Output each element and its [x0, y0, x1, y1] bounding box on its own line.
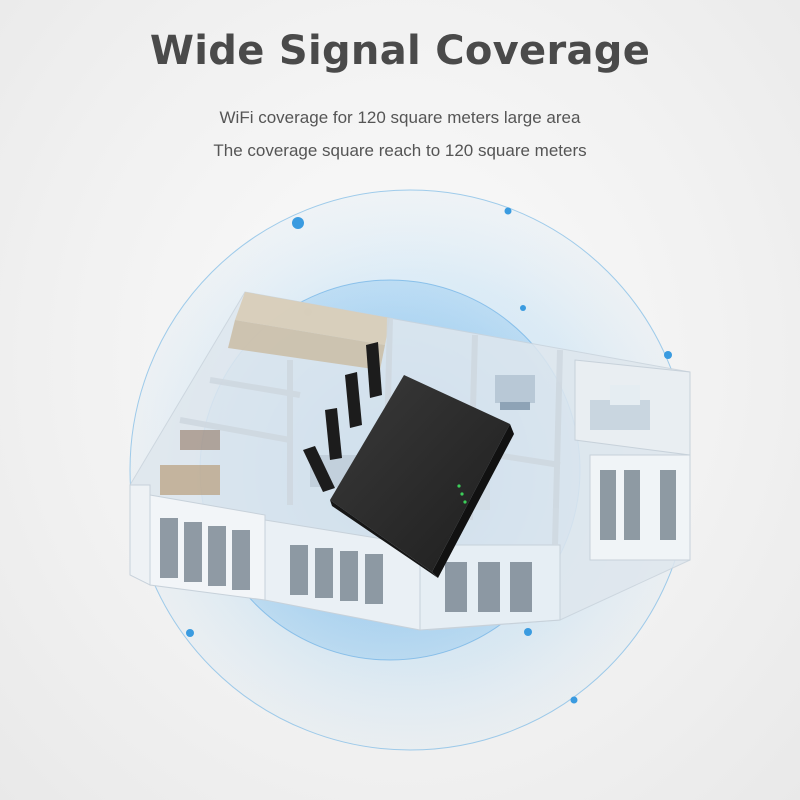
headline-title: Wide Signal Coverage — [149, 28, 651, 74]
wifi-router — [303, 342, 514, 578]
orbit-dot — [524, 628, 532, 636]
antenna — [345, 372, 362, 428]
orbit-dot — [504, 207, 512, 215]
orbit-dot — [292, 217, 304, 229]
antenna — [366, 342, 382, 398]
orbit-dot — [186, 629, 194, 637]
subtitle-line-2: The coverage square reach to 120 square … — [213, 141, 587, 160]
orbit-dot — [520, 305, 526, 311]
antenna — [325, 408, 342, 460]
router-status-leds — [457, 484, 467, 504]
orbit-dot — [664, 351, 672, 359]
antenna — [303, 446, 335, 492]
apartment-windows — [160, 470, 676, 612]
subtitle-line-1: WiFi coverage for 120 square meters larg… — [219, 108, 581, 127]
router-antennas — [303, 342, 382, 492]
orbit-dot — [570, 696, 578, 704]
